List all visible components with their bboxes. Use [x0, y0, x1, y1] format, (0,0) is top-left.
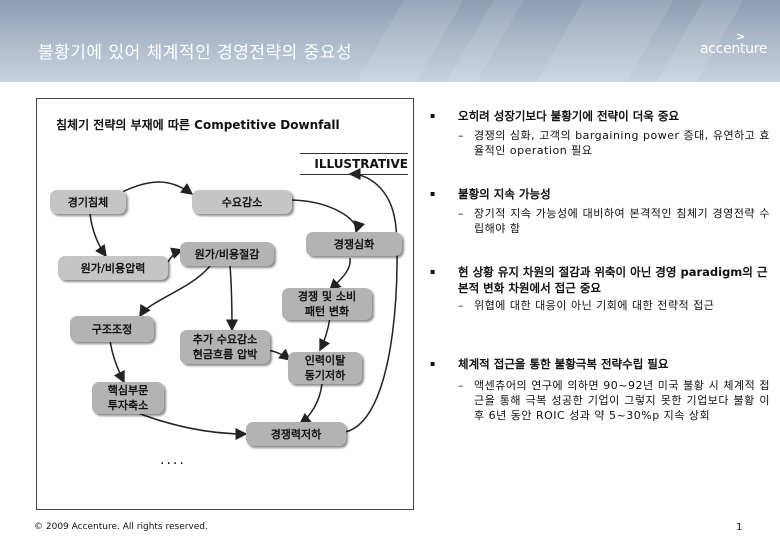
- accenture-logo: > accenture: [700, 30, 774, 66]
- bullet-item: ▪ 오히려 성장기보다 불황기에 전략이 더욱 중요 –경쟁의 심화, 고객의 b…: [430, 108, 770, 158]
- node-competition: 경쟁심화: [306, 232, 402, 256]
- arrow-cost-cut-restructuring: [139, 265, 211, 318]
- bullet-sub: 위협에 대한 대응이 아닌 기회에 대한 전략적 접근: [474, 299, 715, 312]
- arrow-consumption-talent: [319, 317, 331, 352]
- page-number: 1: [736, 522, 743, 533]
- arrow-recession-demand: [117, 181, 194, 195]
- node-demand-drop: 수요감소: [192, 190, 292, 214]
- sub-mark: –: [458, 207, 464, 220]
- bullet-sub: 경쟁의 심화, 고객의 bargaining power 증대, 유연하고 효율…: [474, 129, 770, 157]
- illustrative-top-rule: [300, 153, 408, 154]
- bullet-mark: ▪: [430, 267, 436, 276]
- illustrative-tag: ILLUSTRATIVE: [314, 157, 408, 171]
- bullet-mark: ▪: [430, 359, 436, 368]
- bullet-title: 현 상황 유지 차원의 절감과 위축이 아닌 경영 paradigm의 근본적 …: [458, 265, 768, 295]
- bullet-sub: 액센츄어의 연구에 의하면 90~92년 미국 불황 시 체계적 접근을 통해 …: [474, 379, 770, 422]
- bullet-item: ▪ 불황의 지속 가능성 –장기적 지속 가능성에 대비하여 본격적인 침체기 경…: [430, 186, 770, 236]
- ellipsis: ....: [160, 452, 186, 468]
- bullet-sub: 장기적 지속 가능성에 대비하여 본격적인 침체기 경영전략 수립해야 함: [474, 207, 770, 235]
- node-cost-cut: 원가/비용절감: [180, 242, 274, 266]
- node-competitiveness-drop: 경쟁력저하: [246, 422, 346, 446]
- node-recession: 경기침체: [50, 190, 126, 214]
- bullet-title: 체계적 접근을 통한 불황극복 전략수립 필요: [458, 357, 669, 371]
- bullet-item: ▪ 현 상황 유지 차원의 절감과 위축이 아닌 경영 paradigm의 근본적…: [430, 264, 770, 313]
- arrow-further-talent: [267, 348, 292, 361]
- logo-chevron: >: [736, 30, 746, 43]
- bullet-mark: ▪: [430, 189, 436, 198]
- bullet-title: 불황의 지속 가능성: [458, 187, 551, 201]
- arrow-cost-cut-further: [225, 265, 238, 332]
- arrow-competition-consumption: [328, 257, 351, 292]
- arrow-talent-competitiveness: [298, 383, 323, 425]
- arrow-recession-cost-pressure: [89, 213, 107, 258]
- header-bar: 불황기에 있어 체계적인 경영전략의 중요성 > accenture: [0, 0, 780, 82]
- diagram-title: 침체기 전략의 부재에 따른 Competitive Downfall: [56, 118, 340, 132]
- sub-mark: –: [458, 379, 464, 392]
- node-restructuring: 구조조정: [70, 316, 154, 342]
- node-talent-loss: 인력이탈 동기저하: [288, 352, 362, 384]
- node-consumption-change: 경쟁 및 소비 패턴 변화: [282, 288, 372, 320]
- arrow-demand-competition: [289, 199, 365, 234]
- node-core-cut: 핵심부문 투자축소: [92, 382, 164, 414]
- node-cost-pressure: 원가/비용압력: [58, 256, 168, 280]
- arrow-restructuring-core: [109, 339, 125, 384]
- sub-mark: –: [458, 129, 464, 142]
- bullet-mark: ▪: [430, 111, 436, 120]
- logo-text: accenture: [700, 41, 768, 57]
- sub-mark: –: [458, 299, 464, 312]
- slide-title: 불황기에 있어 체계적인 경영전략의 중요성: [38, 43, 353, 63]
- bullet-item: ▪ 체계적 접근을 통한 불황극복 전략수립 필요 –액센츄어의 연구에 의하면 …: [430, 356, 770, 423]
- node-further-demand: 추가 수요감소 현금흐름 압박: [180, 330, 270, 364]
- copyright: © 2009 Accenture. All rights reserved.: [34, 522, 208, 532]
- arrow-core-competitiveness: [129, 409, 248, 440]
- bullet-title: 오히려 성장기보다 불황기에 전략이 더욱 중요: [458, 109, 680, 123]
